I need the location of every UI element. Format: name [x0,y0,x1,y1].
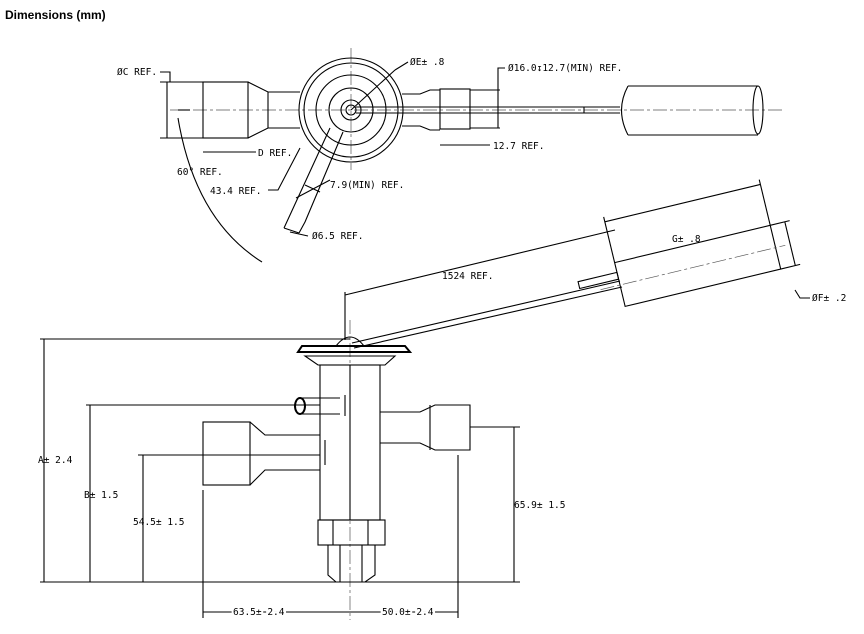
label-e-dim: ØE± .8 [410,57,445,68]
label-65-9: 65.9± 1.5 [514,500,565,511]
label-b-dim: B± 1.5 [84,490,118,501]
page-title: Dimensions (mm) [5,8,106,22]
label-1524: 1524 REF. [442,271,493,282]
label-socket: Ø16.0↧12.7(MIN) REF. [508,63,622,74]
label-g-dim: G± .8 [672,234,701,245]
label-6-5: Ø6.5 REF. [312,231,363,242]
label-c-ref: ØC REF. [117,67,157,78]
label-12-7: 12.7 REF. [493,141,544,152]
label-a-dim: A± 2.4 [38,455,73,466]
label-63-5: 63.5± 2.4 [233,607,285,618]
label-43-4: 43.4 REF. [210,186,261,197]
label-7-9: 7.9(MIN) REF. [330,180,404,191]
side-view [40,179,810,620]
label-50-0: 50.0± 2.4 [382,607,434,618]
top-view [160,48,785,263]
label-f-dim: ØF± .2 [812,293,846,304]
label-d-ref: D REF. [258,148,292,159]
label-54-5: 54.5± 1.5 [133,517,184,528]
label-angle: 60° REF. [177,167,223,178]
